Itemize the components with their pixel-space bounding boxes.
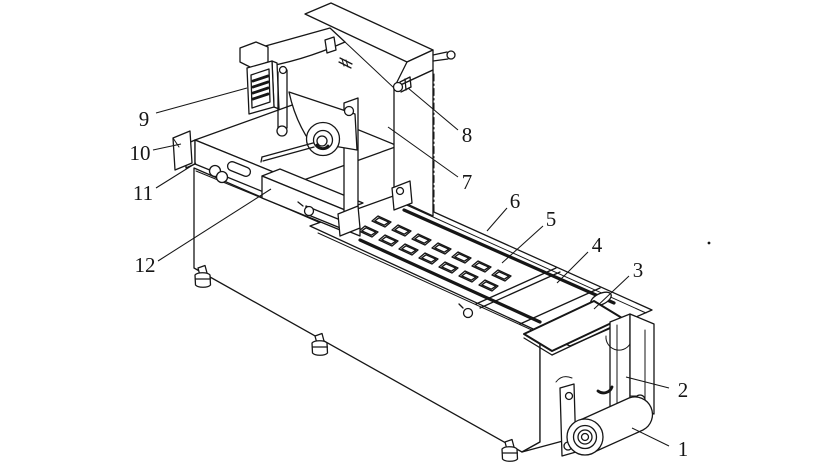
part-label-3: 3 [633, 258, 644, 282]
leader-line-11 [155, 162, 197, 189]
leader-line-7 [387, 126, 459, 178]
part-label-6: 6 [510, 189, 521, 213]
link-strap [276, 65, 288, 137]
leader-line-2 [625, 376, 670, 389]
side-flag [172, 130, 193, 171]
rail-peg [462, 307, 474, 319]
leader-line-12 [157, 188, 272, 262]
conveyor-deck [309, 194, 653, 347]
film-roll [566, 385, 654, 456]
leader-line-9 [155, 87, 248, 114]
crank-rod [260, 142, 315, 163]
leader-line-6 [486, 207, 508, 232]
part-label-8: 8 [462, 123, 473, 147]
column-front-face [393, 69, 434, 217]
part-label-9: 9 [139, 107, 150, 131]
leader-line-4 [556, 251, 589, 284]
ink-speck [707, 241, 711, 245]
table-slot [226, 161, 252, 177]
adjust-bolt [392, 76, 412, 93]
part-label-12: 12 [135, 253, 156, 277]
film-feed-mechanism [246, 60, 358, 163]
part-label-10: 10 [130, 141, 151, 165]
guide-roller [305, 121, 341, 157]
part-label-11: 11 [133, 181, 153, 205]
chain-rail-front [358, 238, 542, 324]
leader-line-8 [407, 87, 459, 131]
leader-line-5 [501, 225, 544, 264]
part-label-5: 5 [546, 207, 557, 231]
beam-side-pin [432, 50, 456, 62]
discharge-end [523, 291, 655, 457]
leader-line-10 [152, 143, 182, 151]
part-label-2: 2 [678, 378, 689, 402]
part-label-4: 4 [592, 233, 603, 257]
crank-plate [288, 91, 358, 151]
leader-line-1 [631, 427, 670, 447]
part-label-7: 7 [462, 170, 473, 194]
control-box [246, 60, 280, 115]
part-label-1: 1 [678, 437, 689, 461]
leader-line-3 [593, 275, 630, 310]
